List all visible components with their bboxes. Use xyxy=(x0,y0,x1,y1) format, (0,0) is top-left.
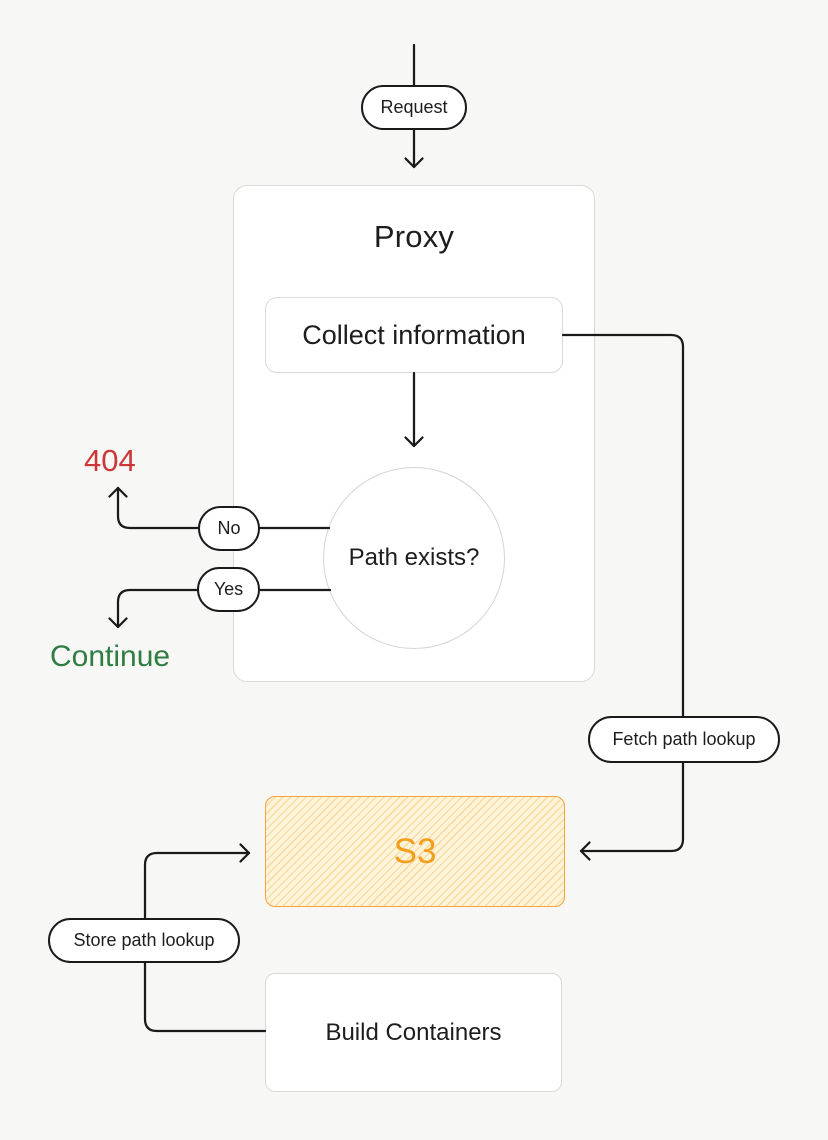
connector-no-to-404 xyxy=(108,486,200,530)
connector-request-to-proxy xyxy=(404,128,424,169)
arrowhead-down-icon xyxy=(108,617,128,629)
branch-no-node: No xyxy=(198,506,260,551)
arrowhead-down-icon xyxy=(404,157,424,169)
proxy-title: Proxy xyxy=(373,219,455,254)
arrowhead-left-icon xyxy=(579,841,591,861)
collect-information-label: Collect information xyxy=(302,319,526,350)
fetch-path-lookup-node: Fetch path lookup xyxy=(588,716,780,763)
path-exists-label: Path exists? xyxy=(348,544,480,571)
build-containers-node: Build Containers xyxy=(265,973,562,1092)
branch-no-label: No xyxy=(217,518,241,538)
store-path-lookup-label: Store path lookup xyxy=(73,930,215,950)
s3-label: S3 xyxy=(393,831,437,871)
request-label: Request xyxy=(380,97,448,117)
branch-yes-label: Yes xyxy=(213,579,244,599)
collect-information-node: Collect information xyxy=(265,297,563,373)
result-continue-label: Continue xyxy=(50,640,171,673)
connector-line xyxy=(116,486,200,530)
fetch-path-lookup-label: Fetch path lookup xyxy=(612,729,756,749)
connector-yes-to-continue xyxy=(108,588,199,629)
connector-line xyxy=(116,588,199,629)
request-node: Request xyxy=(361,85,467,130)
build-containers-label: Build Containers xyxy=(325,1018,502,1046)
arrowhead-up-icon xyxy=(108,486,128,498)
s3-node: S3 xyxy=(265,796,565,907)
store-path-lookup-node: Store path lookup xyxy=(48,918,240,963)
path-exists-decision-node: Path exists? xyxy=(323,467,505,649)
arrowhead-right-icon xyxy=(239,843,251,863)
branch-yes-node: Yes xyxy=(197,567,260,612)
result-404-label: 404 xyxy=(84,443,136,478)
